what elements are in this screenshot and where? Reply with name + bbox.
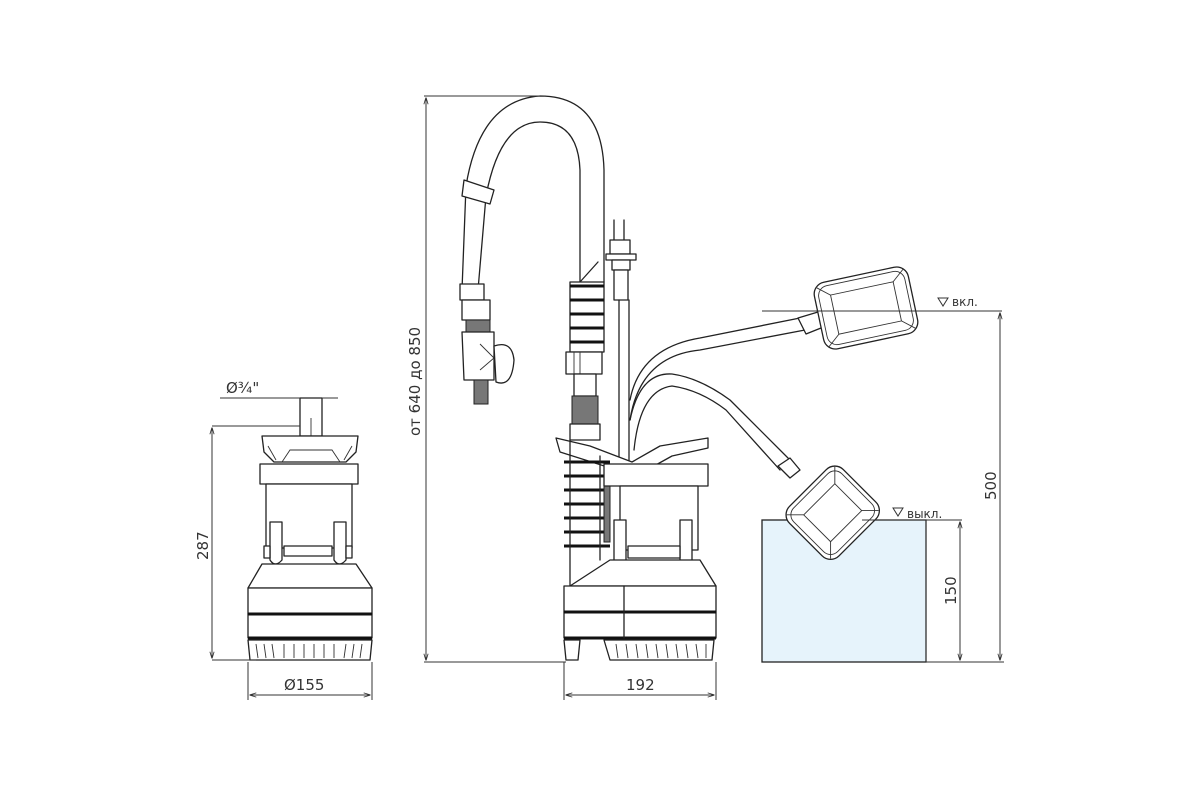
intake-grill — [247, 639, 373, 661]
level-triangle-icon — [892, 507, 904, 517]
collar — [259, 463, 359, 485]
discharge-hose — [465, 95, 605, 283]
total-height-label: от 640 до 850 — [406, 327, 424, 436]
tap-valve — [461, 331, 495, 381]
bracket — [555, 437, 709, 477]
dimension-off-level: 150 — [942, 522, 960, 660]
top-cap — [261, 435, 359, 463]
off-level-label: 150 — [942, 576, 960, 605]
pump-front-view — [247, 397, 373, 661]
level-on-marker: вкл. — [762, 295, 1002, 312]
outlet-diameter-label: Ø¾" — [226, 379, 259, 397]
level-off-marker: выкл. — [862, 507, 962, 521]
switch-range-label: 500 — [982, 471, 1000, 500]
dimension-total-height: от 640 до 850 — [406, 95, 566, 663]
level-triangle-icon — [937, 297, 949, 307]
float-switch-off — [777, 457, 881, 561]
plug-icon — [609, 239, 631, 255]
dimension-pump-diameter: Ø155 — [247, 662, 373, 700]
dimension-switch-range: 500 — [926, 313, 1004, 663]
dimension-pump-width: 192 — [563, 662, 717, 700]
level-off-label: выкл. — [907, 507, 942, 521]
dimension-pump-height: 287 — [194, 425, 300, 661]
pump-diameter-label: Ø155 — [284, 676, 324, 694]
pump-assembly — [459, 95, 806, 661]
float-switch-on — [797, 266, 919, 350]
tap-handle-icon — [493, 343, 515, 384]
level-on-label: вкл. — [952, 295, 978, 309]
dimension-outlet: Ø¾" — [220, 379, 338, 399]
pump-height-label: 287 — [194, 531, 212, 560]
pump-width-label: 192 — [626, 676, 655, 694]
